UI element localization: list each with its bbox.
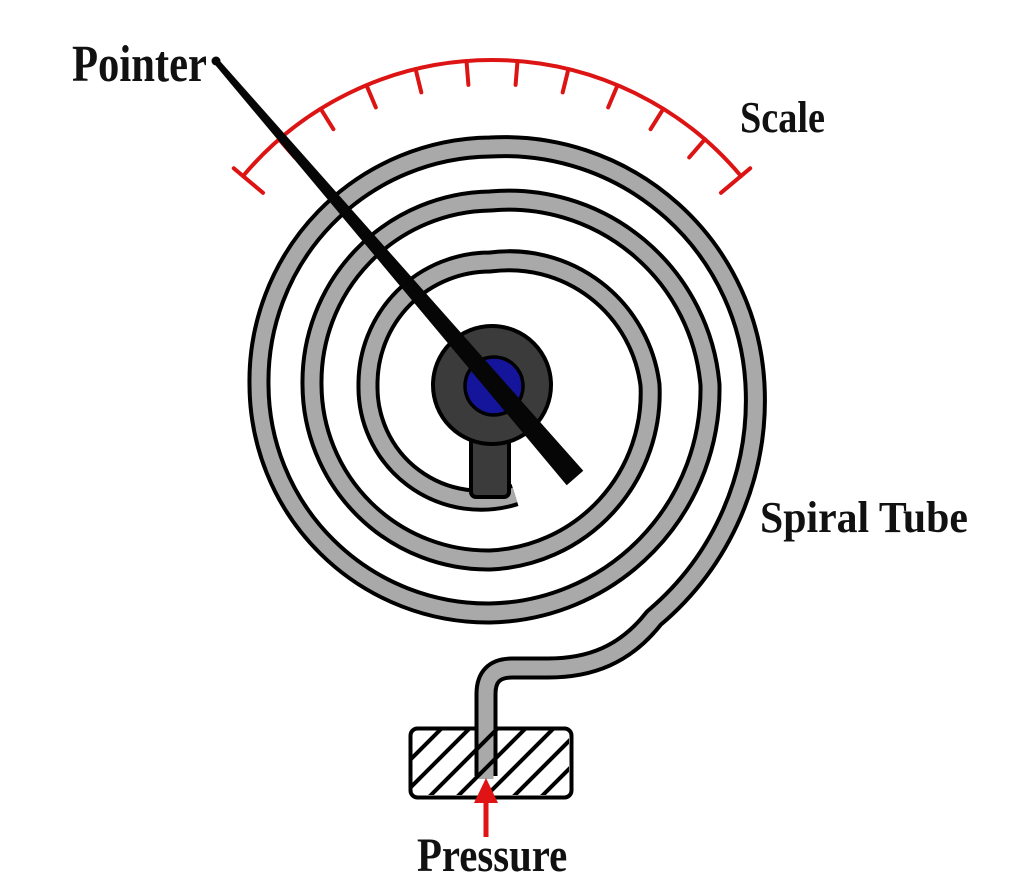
scale-tick <box>513 59 520 87</box>
spiral-tube-fill <box>251 139 763 779</box>
scale-arc-group <box>231 57 753 195</box>
pressure-arrowhead-icon <box>474 778 498 803</box>
spiral-tube <box>247 135 767 779</box>
scale-end-bar-right <box>719 166 753 195</box>
pointer-label: Pointer <box>72 36 207 93</box>
scale-tick <box>560 67 571 95</box>
spiral-tube-label: Spiral Tube <box>760 494 968 542</box>
hatch-line <box>412 730 452 795</box>
mount-block-hatching <box>412 730 569 795</box>
pressure-arrow <box>474 778 498 837</box>
pointer-body <box>212 58 584 486</box>
pressure-label: Pressure <box>417 828 567 882</box>
pointer-needle <box>211 56 584 486</box>
scale-tick <box>687 137 707 160</box>
scale-tick <box>464 59 471 87</box>
hatch-line <box>446 730 536 795</box>
scale-arc <box>241 57 743 179</box>
scale-tick <box>413 67 424 95</box>
hatch-line <box>418 730 508 795</box>
scale-label: Scale <box>740 93 825 142</box>
hatch-line <box>412 730 480 795</box>
hatch-line <box>530 730 569 795</box>
scale-tick <box>606 83 620 110</box>
scale-end-bar-left <box>231 166 265 195</box>
scale-tick <box>648 106 666 132</box>
scale-tick <box>318 106 336 132</box>
scale-tick <box>364 83 378 110</box>
hatch-line <box>502 730 569 795</box>
